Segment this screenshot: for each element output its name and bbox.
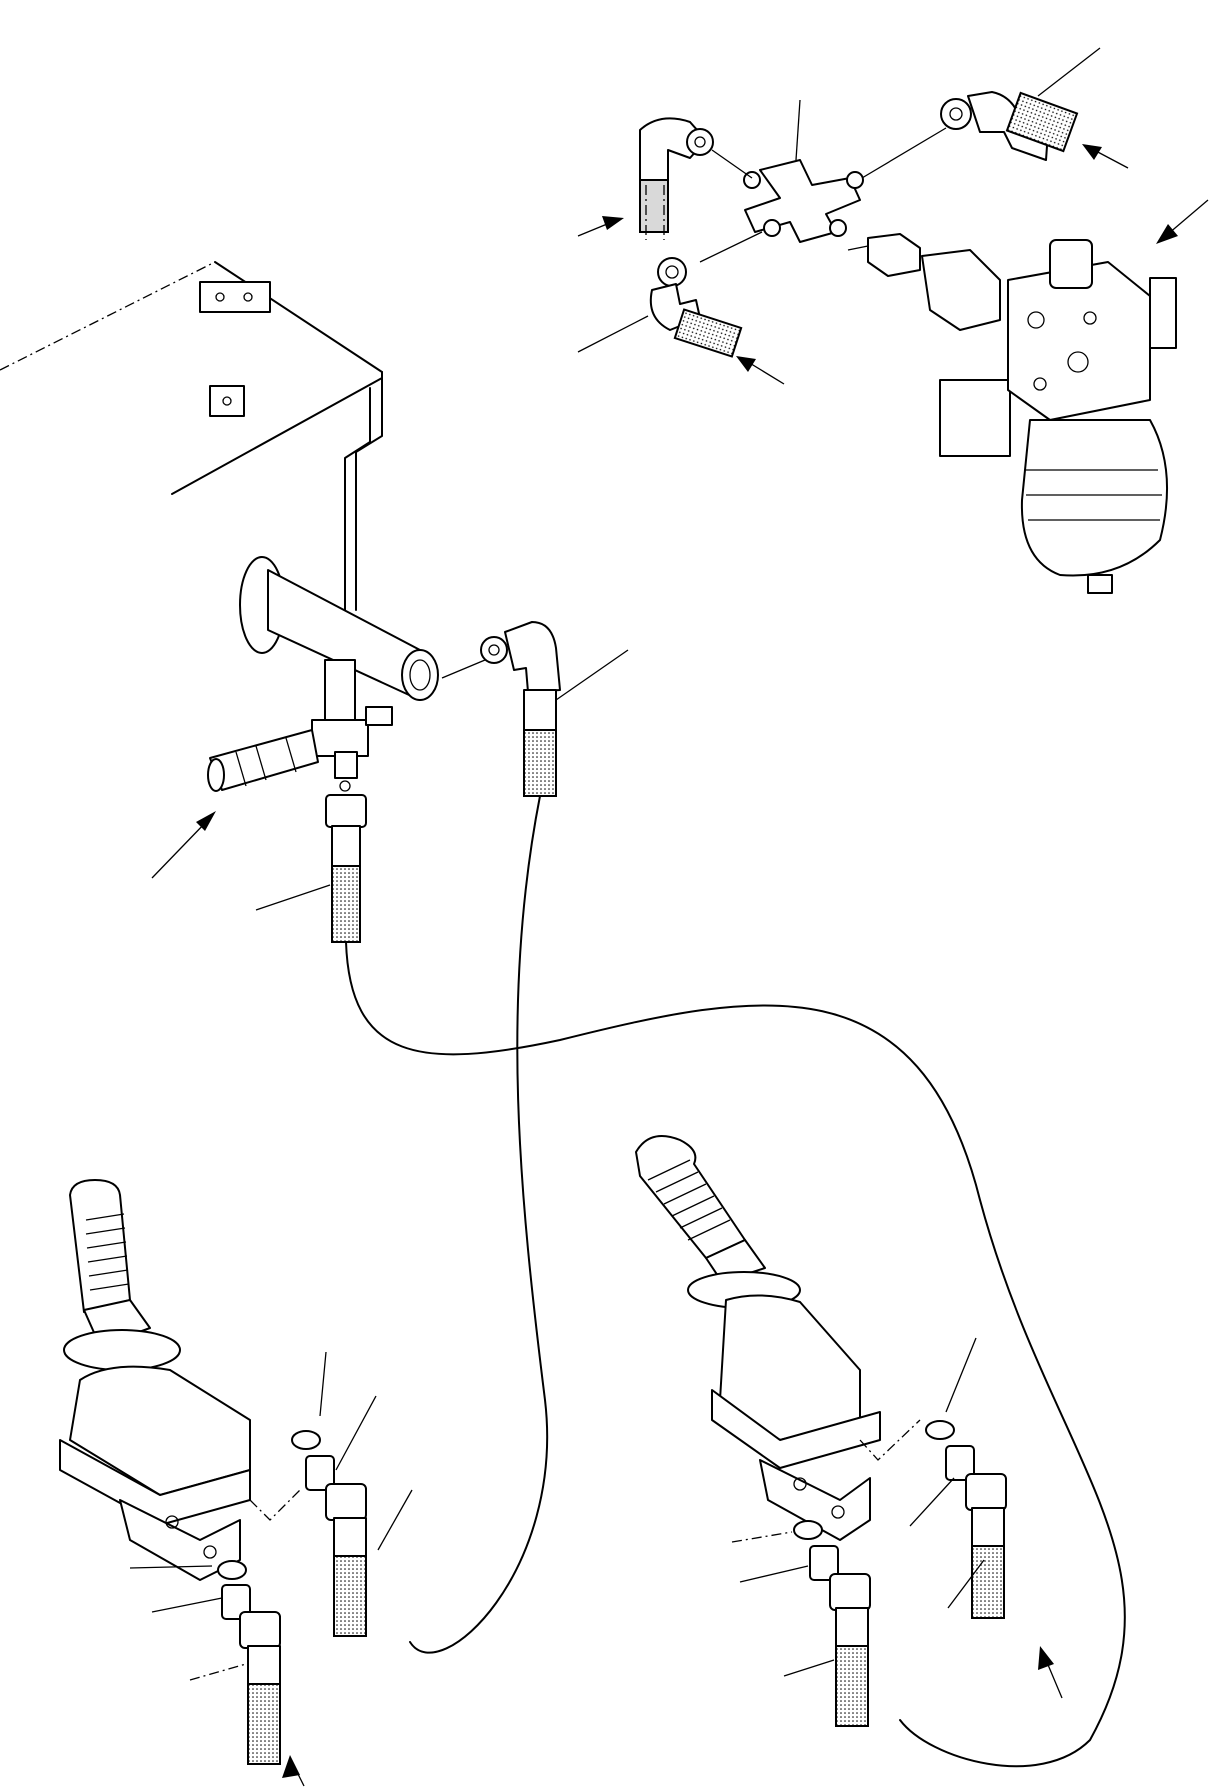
- accumulator-valve-block: [847, 233, 1177, 594]
- flow-arrows-upper: [577, 144, 1209, 385]
- nut: [325, 794, 367, 828]
- nut: [239, 1611, 281, 1649]
- joystick-right: [635, 1135, 921, 1541]
- o-ring: [217, 1560, 247, 1580]
- pressure-valve: [921, 249, 1001, 331]
- right-joystick-fittings: [731, 1337, 1063, 1727]
- valve-body-right: [759, 1459, 871, 1541]
- adapter: [945, 1445, 975, 1481]
- nut: [829, 1573, 871, 1611]
- hydraulic-tank: [0, 261, 383, 611]
- left-joystick-fittings: [129, 1351, 413, 1787]
- filter-canister: [939, 379, 1011, 457]
- o-ring: [793, 1520, 823, 1540]
- adapter: [809, 1545, 839, 1581]
- accumulator: [1020, 419, 1169, 577]
- joystick-left: [59, 1179, 301, 1581]
- adapter: [305, 1455, 335, 1491]
- hose-end: [331, 865, 361, 943]
- elbow-fitting-center: [441, 621, 629, 797]
- mounting-bracket: [199, 281, 271, 313]
- cross-fitting-assembly: [577, 47, 1101, 358]
- cross-fitting: [311, 719, 369, 757]
- pilot-hose-stub: [209, 729, 319, 791]
- tank-outlet-tee: [207, 556, 439, 792]
- o-ring: [925, 1420, 955, 1440]
- hose-fitting-left: [255, 780, 367, 943]
- adapter: [221, 1584, 251, 1620]
- tank-plate: [209, 385, 245, 417]
- o-ring: [291, 1430, 321, 1450]
- flow-arrow: [151, 811, 216, 879]
- pilot-hose-b: [409, 795, 548, 1654]
- joystick-grip-right: [635, 1135, 746, 1259]
- valve-body-left: [119, 1499, 241, 1581]
- nut: [325, 1483, 367, 1521]
- pilot-hose-a: [345, 941, 1126, 1768]
- nut: [965, 1473, 1007, 1511]
- valve-block: [1007, 261, 1151, 421]
